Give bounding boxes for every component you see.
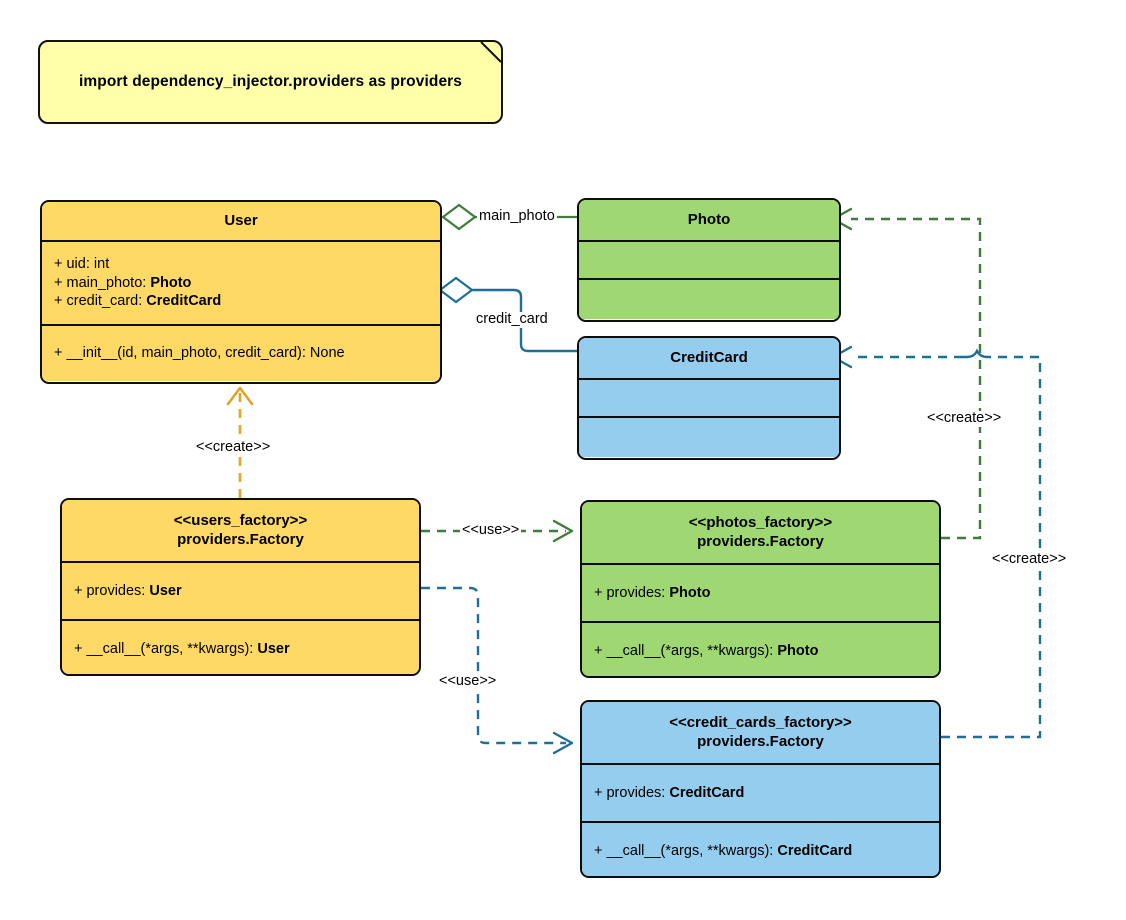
class-title-photos-factory-text: providers.Factory: [697, 532, 824, 550]
edge-create-photo: [831, 207, 982, 540]
edge-label-main-photo: main_photo: [477, 208, 557, 225]
class-title-photo-text: Photo: [687, 210, 731, 228]
edge-label-use-photos: <<use>>: [460, 522, 522, 539]
edge-label-create-photo: <<create>>: [925, 410, 1004, 427]
class-attributes-photos-factory: + provides: Photo: [582, 563, 939, 621]
class-title-users-factory: <<users_factory>> providers.Factory: [62, 500, 419, 561]
edge-use-credit-cards: [421, 586, 574, 755]
import-note-text: import dependency_injector.providers as …: [78, 73, 463, 90]
class-title-photo: Photo: [579, 200, 839, 240]
class-box-credit-cards-factory[interactable]: <<credit_cards_factory>> providers.Facto…: [580, 700, 941, 878]
class-title-user-text: User: [224, 211, 258, 229]
class-title-creditcard: CreditCard: [579, 338, 839, 378]
class-operations-user: + __init__(id, main_photo, credit_card):…: [42, 324, 440, 381]
class-title-user: User: [42, 202, 440, 240]
class-operations-credit-cards-factory: + __call__(*args, **kwargs): CreditCard: [582, 821, 939, 876]
edge-label-use-credit-cards: <<use>>: [437, 673, 499, 690]
attribute-row: + provides: CreditCard: [594, 784, 745, 801]
operation-row: + __init__(id, main_photo, credit_card):…: [54, 345, 345, 362]
class-operations-photo: [579, 278, 839, 319]
attribute-row: + provides: Photo: [594, 584, 711, 601]
class-title-users-factory-text: providers.Factory: [177, 530, 304, 548]
class-box-photo[interactable]: Photo: [577, 198, 841, 322]
class-operations-photos-factory: + __call__(*args, **kwargs): Photo: [582, 621, 939, 676]
class-box-creditcard[interactable]: CreditCard: [577, 336, 841, 460]
class-box-user[interactable]: User + uid: int + main_photo: Photo + cr…: [40, 200, 442, 384]
note-fold-corner: [480, 41, 502, 63]
edge-label-create-user: <<create>>: [194, 439, 273, 456]
operation-row: + __call__(*args, **kwargs): Photo: [594, 643, 819, 660]
operation-row: + __call__(*args, **kwargs): CreditCard: [594, 843, 853, 860]
edge-label-credit-card: credit_card: [474, 311, 550, 328]
attribute-row: + credit_card: CreditCard: [54, 293, 222, 310]
class-box-photos-factory[interactable]: <<photos_factory>> providers.Factory + p…: [580, 500, 941, 678]
class-attributes-credit-cards-factory: + provides: CreditCard: [582, 763, 939, 821]
class-stereotype-users-factory: <<users_factory>>: [173, 511, 308, 529]
class-attributes-users-factory: + provides: User: [62, 561, 419, 619]
class-stereotype-photos-factory: <<photos_factory>>: [688, 513, 833, 531]
class-operations-creditcard: [579, 416, 839, 457]
class-title-photos-factory: <<photos_factory>> providers.Factory: [582, 502, 939, 563]
class-attributes-user: + uid: int + main_photo: Photo + credit_…: [42, 240, 440, 324]
class-stereotype-credit-cards-factory: <<credit_cards_factory>>: [669, 713, 852, 731]
class-attributes-creditcard: [579, 378, 839, 416]
import-note: import dependency_injector.providers as …: [38, 40, 503, 124]
attribute-row: + provides: User: [74, 582, 182, 599]
class-operations-users-factory: + __call__(*args, **kwargs): User: [62, 619, 419, 674]
class-attributes-photo: [579, 240, 839, 278]
attribute-row: + uid: int: [54, 255, 110, 272]
class-box-users-factory[interactable]: <<users_factory>> providers.Factory + pr…: [60, 498, 421, 676]
attribute-row: + main_photo: Photo: [54, 274, 192, 291]
edge-label-create-credit-card: <<create>>: [990, 551, 1069, 568]
class-title-credit-cards-factory: <<credit_cards_factory>> providers.Facto…: [582, 702, 939, 763]
class-title-credit-cards-factory-text: providers.Factory: [697, 732, 824, 750]
operation-row: + __call__(*args, **kwargs): User: [74, 641, 290, 658]
class-title-creditcard-text: CreditCard: [670, 348, 748, 366]
